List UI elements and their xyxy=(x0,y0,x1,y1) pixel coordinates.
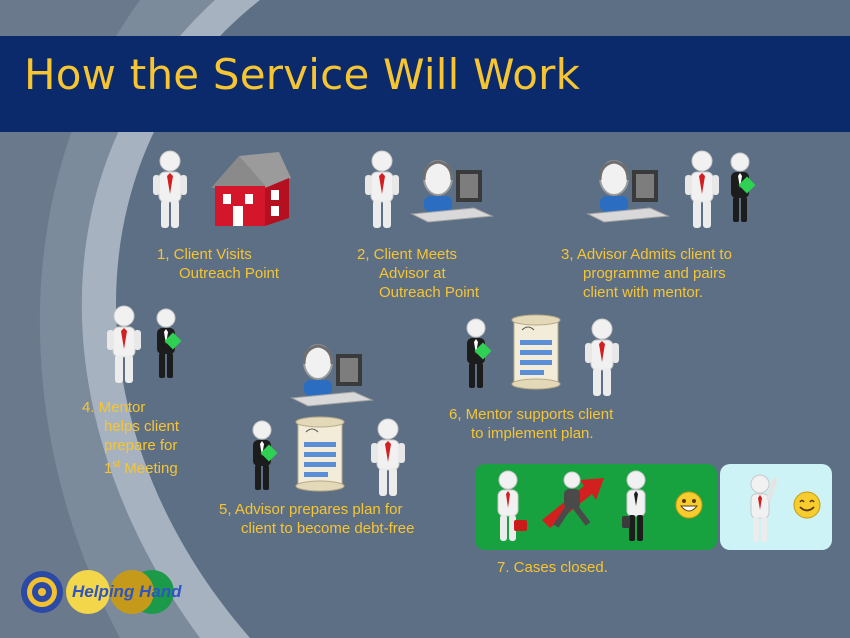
caption-line: programme and pairs xyxy=(583,265,726,282)
caption-line: 3, Advisor Admits client to xyxy=(561,246,732,263)
caption-line: 4. Mentor xyxy=(82,399,146,416)
plan-scroll-icon xyxy=(295,416,345,492)
client-with-briefcase-icon xyxy=(497,470,527,541)
running-figure-arrow-icon xyxy=(542,471,604,528)
step-3-caption: 3, Advisor Admits client to programme an… xyxy=(561,245,732,302)
mentor-figure-icon xyxy=(252,420,278,490)
grinning-face-icon xyxy=(675,491,703,519)
caption-text: Meeting xyxy=(120,460,178,477)
mentor-with-briefcase-icon xyxy=(622,470,646,541)
caption-line: helps client xyxy=(104,418,180,435)
client-figure-icon xyxy=(585,318,619,396)
smiling-face-icon xyxy=(793,491,821,519)
step-5-caption: 5, Advisor prepares plan for client to b… xyxy=(219,500,414,538)
caption-line: 5, Advisor prepares plan for xyxy=(219,501,403,518)
caption-line: 6, Mentor supports client xyxy=(449,406,614,423)
client-figure-icon xyxy=(685,150,719,228)
slide-title: How the Service Will Work xyxy=(24,50,581,99)
client-figure-icon xyxy=(107,305,141,383)
caption-ordinal: 1 xyxy=(104,460,113,477)
plan-scroll-icon xyxy=(511,314,561,390)
step-6-caption: 6, Mentor supports client to implement p… xyxy=(449,405,613,443)
mentor-figure-icon xyxy=(156,308,182,378)
caption-line: 2, Client Meets xyxy=(357,246,458,263)
caption-ordinal-suffix: st xyxy=(112,459,121,470)
caption-line: Outreach Point xyxy=(379,284,480,301)
logo-text: Helping Hand xyxy=(72,582,182,601)
title-bar xyxy=(0,36,850,132)
client-figure-icon xyxy=(371,418,405,496)
house-icon xyxy=(211,152,291,226)
helping-hand-logo xyxy=(21,570,174,614)
caption-line: prepare for xyxy=(104,437,178,454)
step-2-caption: 2, Client Meets Advisor at Outreach Poin… xyxy=(357,245,479,302)
step-7-caption: 7. Cases closed. xyxy=(497,558,608,577)
caption-line: 1st Meeting xyxy=(82,455,179,478)
advisor-at-computer-icon xyxy=(410,160,494,223)
caption-line: to implement plan. xyxy=(471,425,594,442)
caption-line: 1, Client Visits xyxy=(157,246,252,263)
caption-line: client with mentor. xyxy=(583,284,704,301)
waving-client-icon xyxy=(750,474,778,542)
mentor-figure-icon xyxy=(730,152,756,222)
client-figure-icon xyxy=(365,150,399,228)
caption-line: Outreach Point xyxy=(179,265,280,282)
caption-line: Advisor at xyxy=(379,265,446,282)
advisor-at-computer-icon xyxy=(290,344,374,407)
step-4-caption: 4. Mentor helps client prepare for 1st M… xyxy=(82,398,179,478)
advisor-at-computer-icon xyxy=(586,160,670,223)
step-1-caption: 1, Client Visits Outreach Point xyxy=(157,245,279,283)
caption-line: 7. Cases closed. xyxy=(497,559,608,576)
mentor-figure-icon xyxy=(466,318,492,388)
client-figure-icon xyxy=(153,150,187,228)
caption-line: client to become debt-free xyxy=(241,520,415,537)
